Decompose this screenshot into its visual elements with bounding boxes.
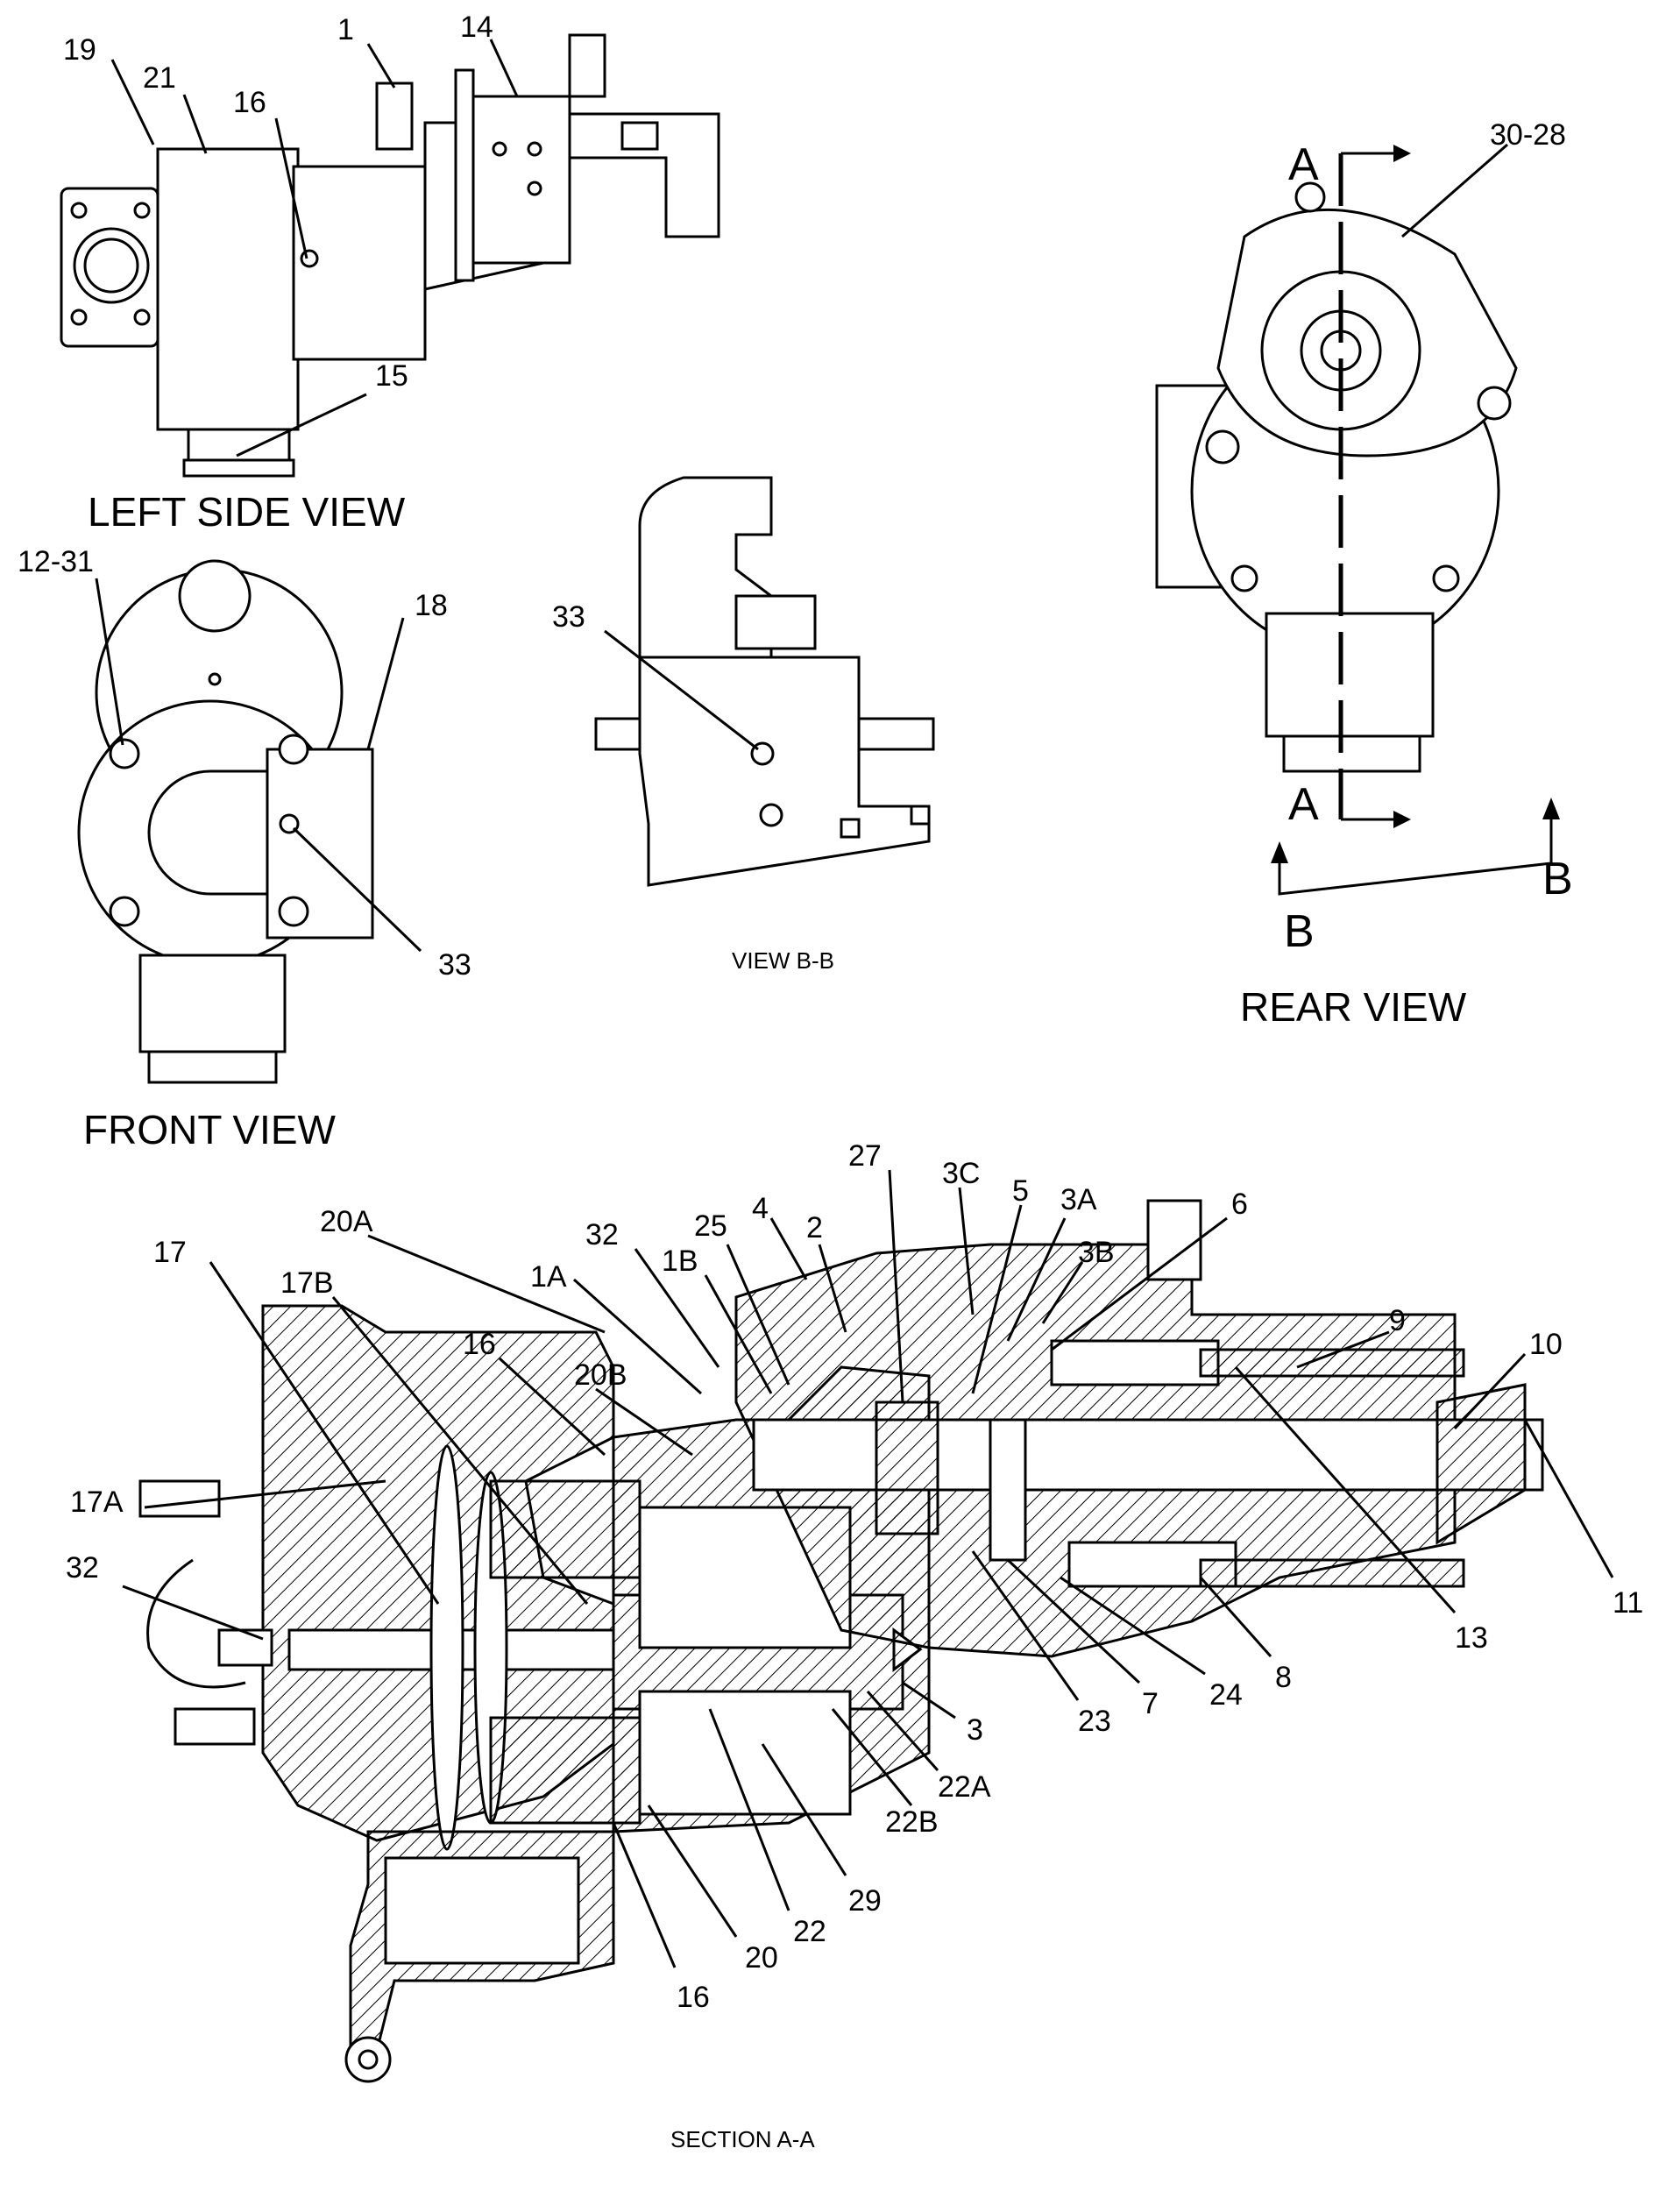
callout-20B: 20B: [574, 1358, 627, 1392]
marker-a-top: A: [1288, 139, 1319, 190]
left-side-view-drawing: [60, 33, 720, 478]
rear-view-drawing: [1155, 181, 1518, 773]
callout-1: 1: [337, 13, 354, 46]
callout-14: 14: [460, 11, 493, 44]
callout-21: 21: [143, 61, 176, 95]
callout-32-left: 32: [66, 1551, 99, 1585]
callout-12-31: 12-31: [18, 545, 94, 578]
callout-6: 6: [1231, 1188, 1248, 1221]
marker-b-left: B: [1284, 906, 1315, 957]
callout-22A: 22A: [938, 1770, 991, 1804]
callout-29: 29: [848, 1884, 882, 1918]
left-side-callouts: 19 21 1 14 16 15: [63, 11, 519, 457]
callout-27: 27: [848, 1139, 882, 1173]
callout-5: 5: [1012, 1174, 1029, 1208]
view-bb-title: VIEW B-B: [732, 947, 834, 974]
callout-20A: 20A: [320, 1205, 373, 1238]
callout-16-left: 16: [233, 86, 266, 119]
rear-callouts: 30-28: [1401, 118, 1566, 238]
callout-2: 2: [806, 1211, 823, 1244]
callout-1B: 1B: [662, 1244, 698, 1278]
marker-a-bottom: A: [1288, 779, 1319, 830]
callout-1A: 1A: [530, 1260, 567, 1294]
callout-30-28: 30-28: [1490, 118, 1566, 152]
callout-8: 8: [1275, 1661, 1292, 1694]
callout-13: 13: [1455, 1621, 1488, 1655]
rear-view-section-lines: A A B B: [1271, 139, 1573, 957]
front-view-drawing: [77, 559, 374, 1084]
callout-16-section-top: 16: [463, 1328, 496, 1361]
view-bb-callouts: 33: [552, 600, 759, 751]
callout-17B: 17B: [280, 1266, 334, 1300]
callout-18: 18: [415, 589, 448, 622]
left-side-view-title: LEFT SIDE VIEW: [88, 489, 406, 535]
callout-3: 3: [967, 1713, 983, 1747]
callout-32-top: 32: [585, 1218, 619, 1251]
callout-22: 22: [793, 1915, 826, 1948]
callout-4: 4: [752, 1192, 769, 1225]
callout-24: 24: [1209, 1678, 1243, 1712]
callout-3A: 3A: [1060, 1183, 1097, 1216]
view-bb-drawing: [594, 476, 935, 887]
marker-b-right: B: [1542, 854, 1573, 904]
callout-17: 17: [153, 1236, 187, 1269]
callout-11: 11: [1613, 1586, 1643, 1620]
callout-23: 23: [1078, 1705, 1111, 1738]
callout-22B: 22B: [885, 1805, 939, 1839]
callout-17A: 17A: [70, 1485, 124, 1519]
callout-7: 7: [1142, 1687, 1159, 1720]
callout-33-front: 33: [438, 948, 471, 982]
callout-16-section-bottom: 16: [677, 1981, 710, 2014]
front-view-title: FRONT VIEW: [83, 1107, 337, 1152]
callout-3B: 3B: [1078, 1236, 1115, 1269]
section-aa-title: SECTION A-A: [670, 2126, 815, 2152]
callout-25: 25: [694, 1209, 727, 1243]
callout-15: 15: [375, 359, 408, 393]
callout-19: 19: [63, 33, 96, 67]
callout-9: 9: [1389, 1304, 1406, 1337]
callout-10: 10: [1529, 1328, 1563, 1361]
section-callouts: 17 20A 17B 16 32 1A 1B 20B 25 4 2 27 3C …: [66, 1139, 1643, 2014]
callout-3C: 3C: [942, 1157, 980, 1190]
section-aa-drawing: [138, 1199, 1544, 2083]
callout-33-viewbb: 33: [552, 600, 585, 634]
rear-view-title: REAR VIEW: [1240, 984, 1467, 1030]
front-callouts: 12-31 18 33: [18, 545, 471, 982]
callout-20: 20: [745, 1941, 778, 1975]
